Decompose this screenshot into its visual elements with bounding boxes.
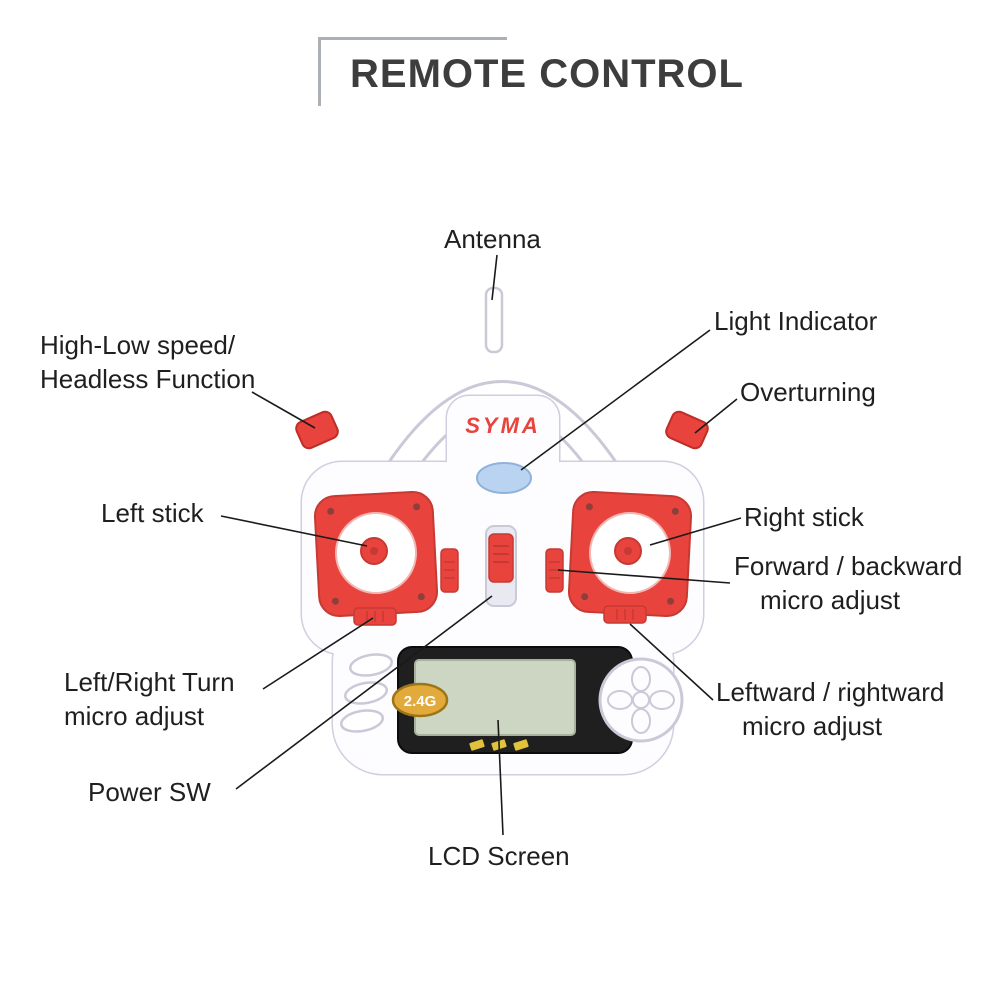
leader-left-stick bbox=[220, 515, 368, 547]
label-high-low-line2: Headless Function bbox=[40, 364, 256, 394]
label-right-stick-text: Right stick bbox=[744, 502, 864, 532]
label-left-right-turn-line1: Left/Right Turn bbox=[64, 667, 235, 697]
dpad bbox=[598, 657, 684, 743]
leftward-rightward-trim bbox=[603, 605, 647, 624]
label-high-low-speed: High-Low speed/ Headless Function bbox=[40, 330, 255, 394]
leader-left-right-turn bbox=[262, 617, 374, 690]
left-stick bbox=[313, 491, 439, 617]
battery-indicator bbox=[469, 739, 529, 751]
page-title: REMOTE CONTROL bbox=[350, 52, 744, 96]
label-left-stick-text: Left stick bbox=[101, 498, 204, 528]
leader-forward-backward bbox=[557, 569, 731, 584]
label-forward-backward: Forward / backward micro adjust bbox=[734, 551, 962, 615]
leader-overturning bbox=[694, 398, 738, 434]
brand-logo: SYMA bbox=[465, 413, 541, 438]
label-power-sw: Power SW bbox=[88, 777, 211, 807]
label-lcd-screen-text: LCD Screen bbox=[428, 841, 570, 871]
label-right-stick: Right stick bbox=[744, 502, 864, 532]
leader-lcd-screen bbox=[497, 719, 504, 836]
leader-antenna bbox=[491, 254, 498, 301]
label-antenna-text: Antenna bbox=[444, 224, 541, 254]
leader-right-stick bbox=[649, 517, 742, 546]
overturning-button bbox=[665, 410, 709, 450]
left-right-turn-trim bbox=[353, 607, 397, 626]
label-light-indicator: Light Indicator bbox=[714, 306, 877, 336]
dpad-down-button bbox=[631, 708, 651, 734]
label-light-indicator-text: Light Indicator bbox=[714, 306, 878, 336]
label-leftward-rightward-line1: Leftward / rightward bbox=[716, 677, 945, 707]
dpad-right-button bbox=[649, 690, 675, 710]
antenna bbox=[484, 286, 504, 354]
label-left-right-turn-line2: micro adjust bbox=[64, 701, 205, 731]
label-antenna: Antenna bbox=[444, 224, 541, 254]
menu-buttons bbox=[339, 653, 394, 733]
dpad-left-button bbox=[607, 690, 633, 710]
label-forward-backward-line2: micro adjust bbox=[760, 585, 901, 615]
label-leftward-rightward-line2: micro adjust bbox=[742, 711, 883, 741]
dpad-up-button bbox=[631, 666, 651, 692]
dpad-center-button bbox=[632, 691, 650, 709]
throttle-trim bbox=[440, 548, 459, 593]
lcd-panel: 2.4G bbox=[391, 646, 633, 754]
label-leftward-rightward: Leftward / rightward micro adjust bbox=[716, 677, 944, 741]
label-overturning-text: Overturning bbox=[740, 377, 876, 407]
label-high-low-line1: High-Low speed/ bbox=[40, 330, 236, 360]
label-overturning: Overturning bbox=[740, 377, 876, 407]
badge-2-4g bbox=[391, 682, 449, 718]
label-forward-backward-line1: Forward / backward bbox=[734, 551, 963, 581]
label-left-stick: Left stick bbox=[101, 498, 204, 528]
leader-high-low bbox=[251, 391, 316, 429]
leader-light-indicator bbox=[520, 329, 711, 471]
label-lcd-screen: LCD Screen bbox=[428, 841, 570, 871]
leader-lines bbox=[220, 254, 742, 836]
label-power-sw-text: Power SW bbox=[88, 777, 211, 807]
label-left-right-turn: Left/Right Turn micro adjust bbox=[64, 667, 235, 731]
right-stick bbox=[567, 491, 693, 617]
title-bracket-decoration bbox=[318, 37, 507, 106]
high-low-speed-button bbox=[295, 410, 339, 450]
power-switch bbox=[485, 525, 517, 607]
leader-power-sw bbox=[235, 595, 493, 790]
badge-2-4g-text: 2.4G bbox=[404, 693, 437, 710]
light-indicator-led bbox=[476, 462, 532, 494]
leader-leftward-rightward bbox=[629, 623, 714, 701]
forward-backward-trim bbox=[545, 548, 564, 593]
